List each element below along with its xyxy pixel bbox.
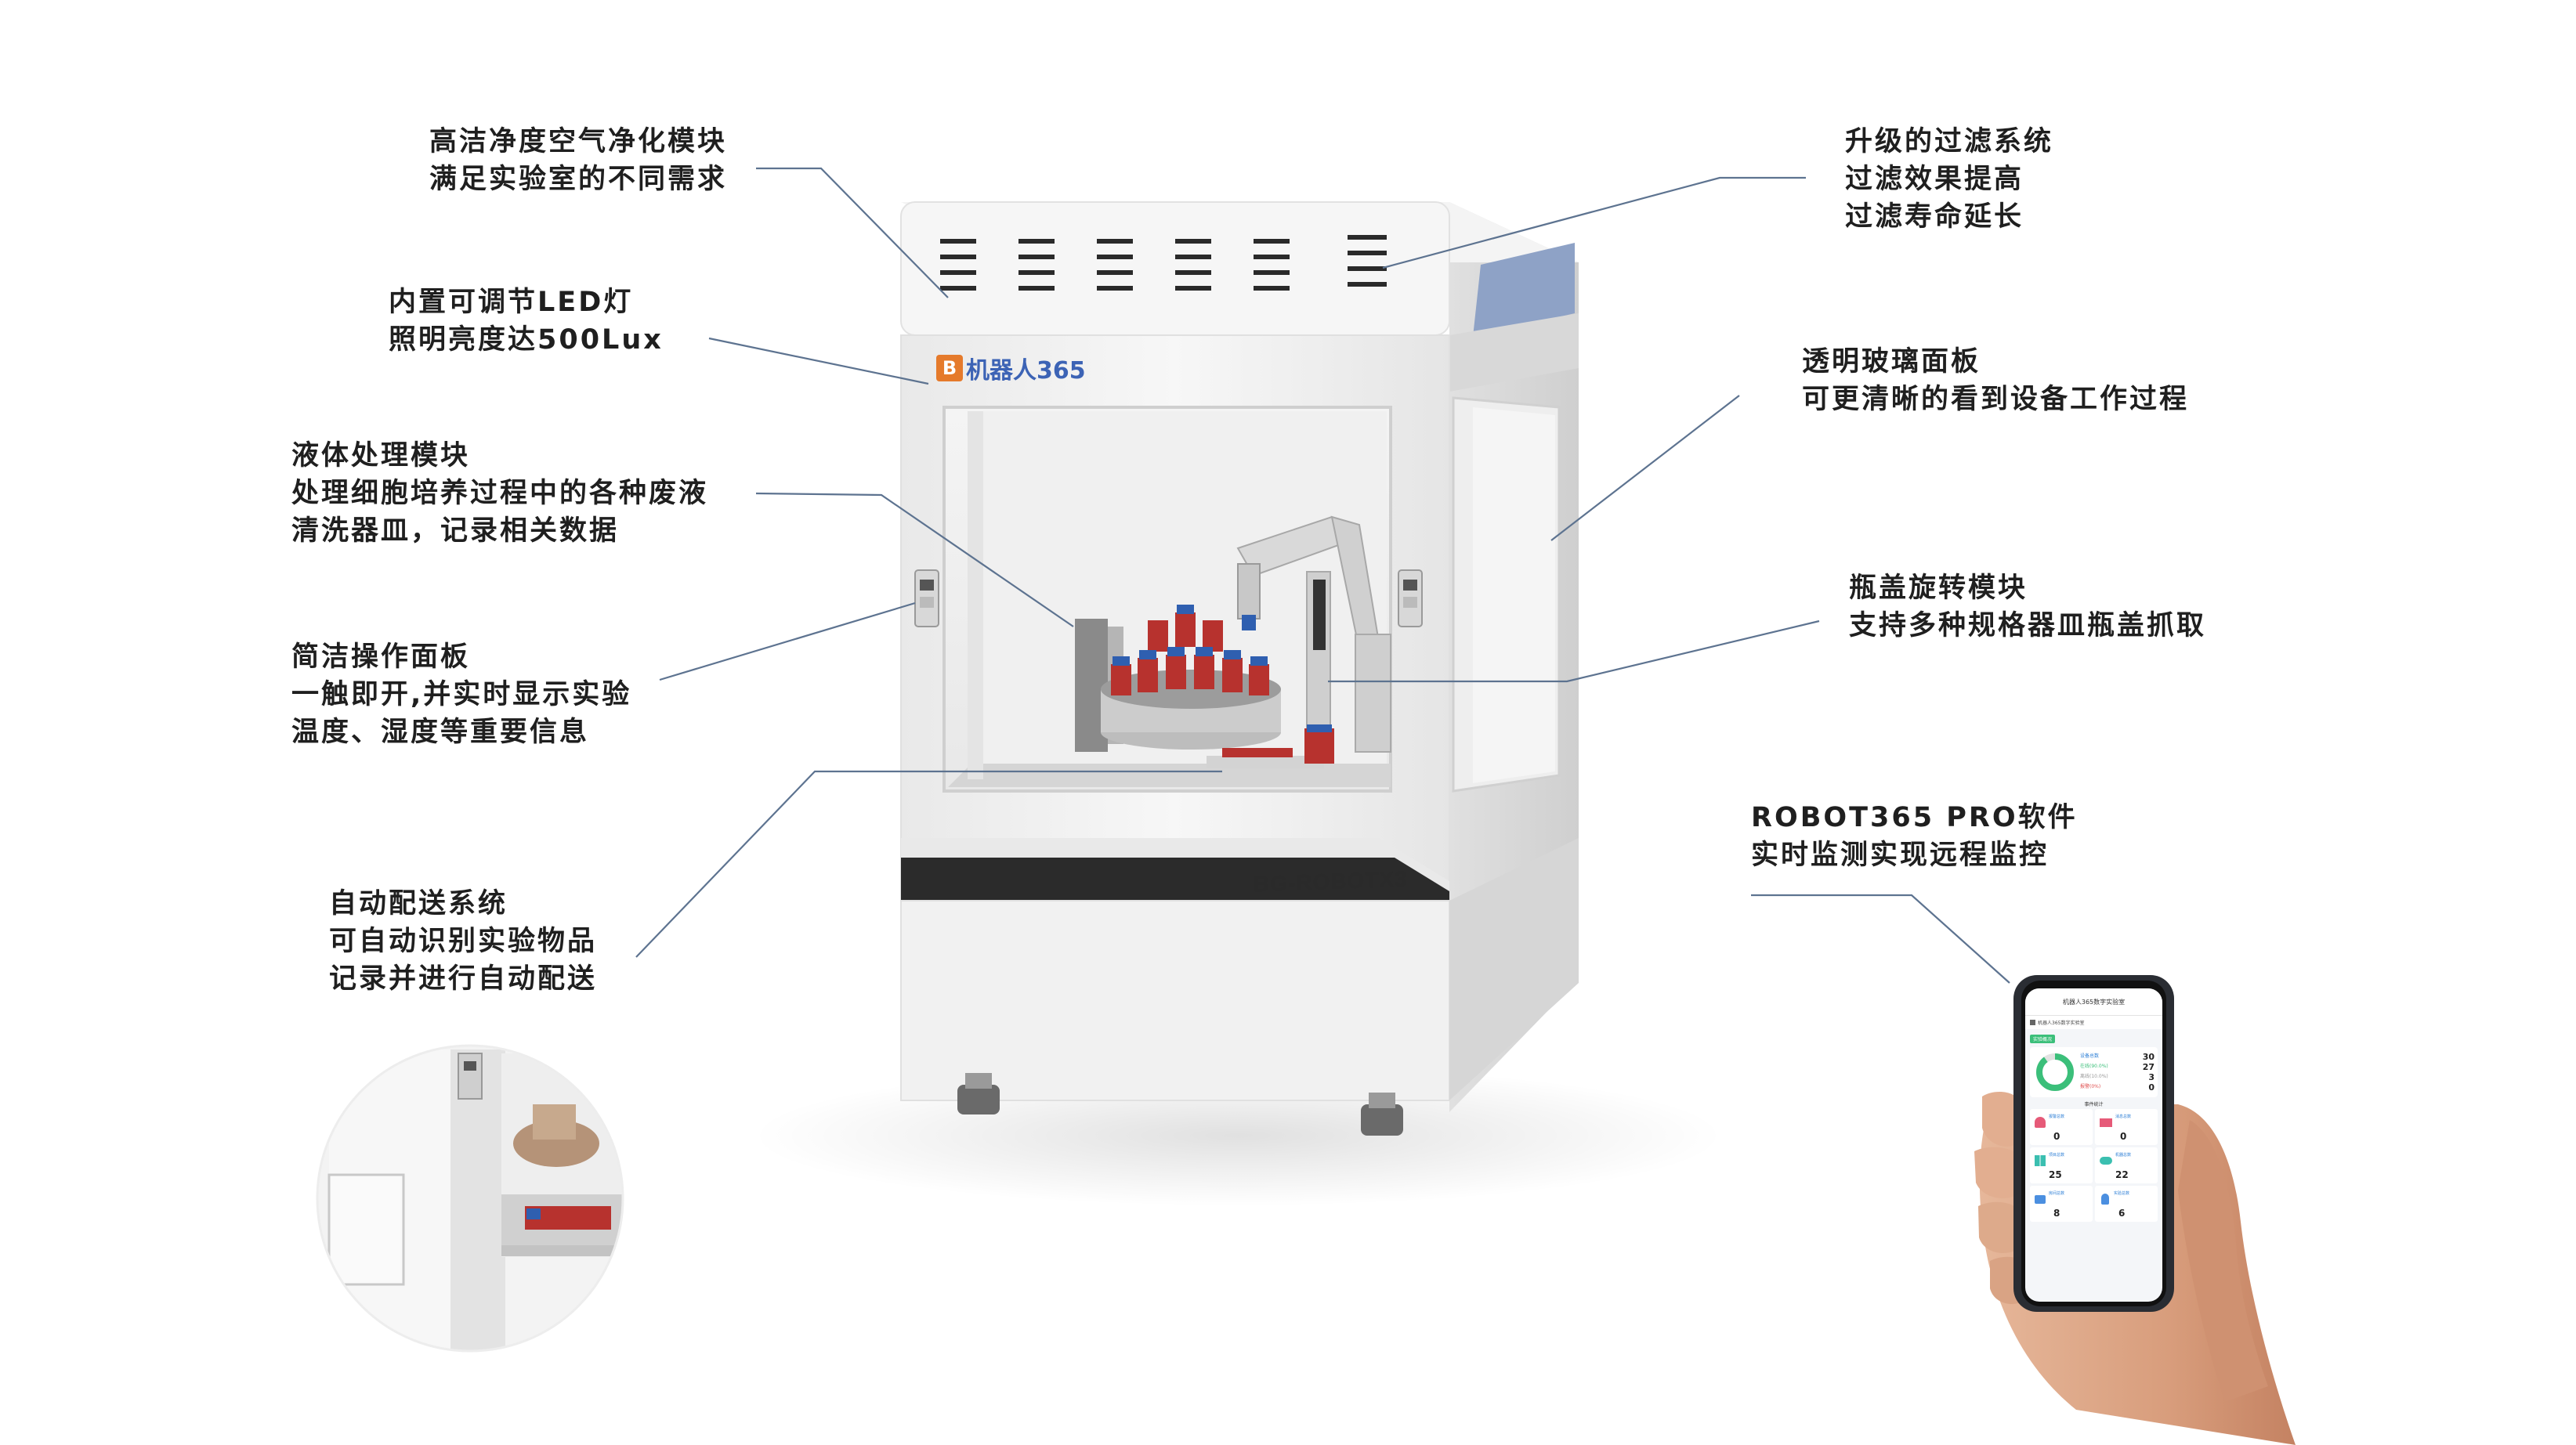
- callout-control-panel: 简洁操作面板 一触即开,并实时显示实验 温度、湿度等重要信息: [291, 638, 631, 751]
- callout-leader-lines: [635, 167, 2010, 984]
- person-icon: [2101, 1194, 2109, 1205]
- tile-experiment[interactable]: 实验总数 6: [2095, 1186, 2158, 1222]
- online-donut: [2036, 1053, 2074, 1091]
- vent-grilles: [940, 235, 1387, 291]
- callout-line: 可自动识别实验物品: [329, 926, 598, 957]
- callout-line: 瓶盖旋转模块: [1849, 573, 2028, 604]
- bell-icon: [2035, 1117, 2046, 1128]
- callout-line: ROBOT365 PRO软件: [1751, 802, 2078, 833]
- stat-row: 报警(0%)0: [2080, 1082, 2155, 1093]
- caster-wheels: [957, 1073, 1403, 1136]
- tile-alarm[interactable]: 报警总数 0: [2030, 1109, 2093, 1145]
- callout-cap-rotation: 瓶盖旋转模块 支持多种规格器皿瓶盖抓取: [1849, 569, 2206, 645]
- callout-line: 过滤寿命延长: [1845, 201, 2024, 233]
- machine-cabinet: [900, 201, 1579, 1136]
- delivery-tray: [1207, 724, 1334, 768]
- brand-logo-text: 机器人365: [966, 357, 1086, 385]
- stat-row: 离线(10.0%)3: [2080, 1072, 2155, 1082]
- tile-project[interactable]: 项目总数 25: [2030, 1147, 2093, 1183]
- app-header-title: 机器人365数字实验室: [2062, 998, 2126, 1006]
- tile-grid: 报警总数 0 消息总数 0 项目总数 25 机器总数 22 房间总数 8: [2030, 1109, 2158, 1222]
- sample-carousel: [1101, 605, 1281, 750]
- overview-tag: 实验概况: [2030, 1035, 2056, 1043]
- callout-line: 处理细胞培养过程中的各种废液: [291, 478, 709, 509]
- brand-logo: B 机器人365: [936, 351, 1086, 385]
- model-label: BG-ROBOTX3: [1254, 866, 1408, 897]
- callout-filter-system: 升级的过滤系统 过滤效果提高 过滤寿命延长: [1845, 123, 2053, 236]
- callout-software: ROBOT365 PRO软件 实时监测实现远程监控: [1751, 799, 2078, 874]
- mail-icon: [2100, 1118, 2112, 1127]
- grid-icon: [2035, 1155, 2046, 1166]
- lab-icon: [2030, 1020, 2035, 1025]
- callout-line: 清洗器皿，记录相关数据: [291, 515, 620, 547]
- callout-line: 升级的过滤系统: [1845, 126, 2054, 157]
- callout-line: 支持多种规格器皿瓶盖抓取: [1849, 610, 2207, 641]
- callout-line: 可更清晰的看到设备工作过程: [1802, 384, 2190, 415]
- callout-line: 记录并进行自动配送: [329, 963, 598, 995]
- callout-air-purification: 高洁净度空气净化模块 满足实验室的不同需求: [429, 123, 727, 198]
- callout-line: 液体处理模块: [291, 440, 471, 471]
- callout-line: 一触即开,并实时显示实验: [291, 679, 632, 710]
- tile-message[interactable]: 消息总数 0: [2095, 1109, 2158, 1145]
- cloud-icon: [2100, 1157, 2112, 1165]
- delivery-zoom-inset: [317, 1046, 623, 1351]
- tile-room[interactable]: 房间总数 8: [2030, 1186, 2093, 1222]
- stat-row: 在线(90.0%)27: [2080, 1062, 2155, 1072]
- lab-bar[interactable]: 机器人365数字实验室: [2025, 1016, 2162, 1029]
- callout-line: 实时监测实现远程监控: [1751, 840, 2050, 871]
- callout-line: 照明亮度达500Lux: [389, 324, 664, 356]
- app-header: 机器人365数字实验室: [2025, 988, 2162, 1016]
- callout-line: 温度、湿度等重要信息: [291, 717, 590, 748]
- callout-line: 简洁操作面板: [291, 641, 471, 673]
- brand-logo-mark: B: [936, 355, 963, 381]
- callout-line: 内置可调节LED灯: [389, 287, 634, 318]
- filter-accent-panel: [1473, 243, 1575, 337]
- tile-machine[interactable]: 机器总数 22: [2095, 1147, 2158, 1183]
- callout-glass-panel: 透明玻璃面板 可更清晰的看到设备工作过程: [1802, 343, 2189, 418]
- callout-line: 自动配送系统: [329, 888, 508, 919]
- front-trim-stripe: [901, 854, 1449, 901]
- lab-name: 机器人365数字实验室: [2038, 1021, 2085, 1026]
- callout-line: 透明玻璃面板: [1802, 346, 1981, 378]
- robot-arm: [1236, 515, 1391, 753]
- callout-line: 高洁净度空气净化模块: [429, 126, 728, 157]
- callout-line: 过滤效果提高: [1845, 164, 2024, 195]
- callout-auto-delivery: 自动配送系统 可自动识别实验物品 记录并进行自动配送: [329, 885, 597, 998]
- section-title: 事件统计: [2084, 1102, 2104, 1107]
- callout-line: 满足实验室的不同需求: [429, 164, 728, 195]
- camera-icon: [2035, 1195, 2046, 1204]
- callout-led-light: 内置可调节LED灯 照明亮度达500Lux: [389, 284, 664, 359]
- callout-liquid-handling: 液体处理模块 处理细胞培养过程中的各种废液 清洗器皿，记录相关数据: [291, 437, 708, 550]
